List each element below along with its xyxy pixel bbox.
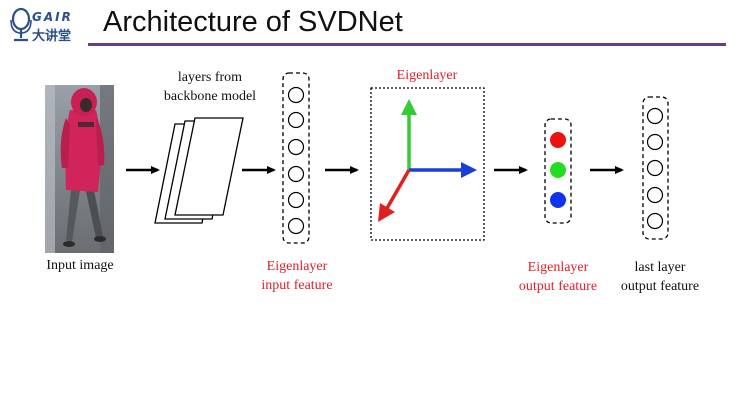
eigen-output-label: Eigenlayer output feature	[518, 260, 598, 294]
microphone-logo-icon	[10, 7, 32, 42]
eigen-output-feature-column	[544, 118, 572, 224]
last-layer-label: last layer output feature	[620, 260, 700, 294]
last-layer-feature-column	[642, 96, 669, 240]
backbone-label: layers from backbone model	[163, 70, 257, 104]
backbone-layers-icon	[154, 117, 244, 224]
logo-subtitle: 大讲堂	[32, 29, 72, 44]
gair-logo: GAIR 大讲堂	[8, 6, 88, 46]
eigenlayer-label: Eigenlayer	[396, 68, 458, 83]
input-image-label: Input image	[46, 258, 114, 273]
eigenlayer-box	[370, 87, 485, 241]
eigen-input-label: Eigenlayer input feature	[261, 259, 333, 293]
title-rule	[88, 43, 726, 46]
slide-title: Architecture of SVDNet	[103, 6, 403, 38]
logo-brand: GAIR	[32, 10, 73, 24]
eigen-input-feature-column	[282, 72, 310, 244]
input-image	[45, 85, 114, 253]
